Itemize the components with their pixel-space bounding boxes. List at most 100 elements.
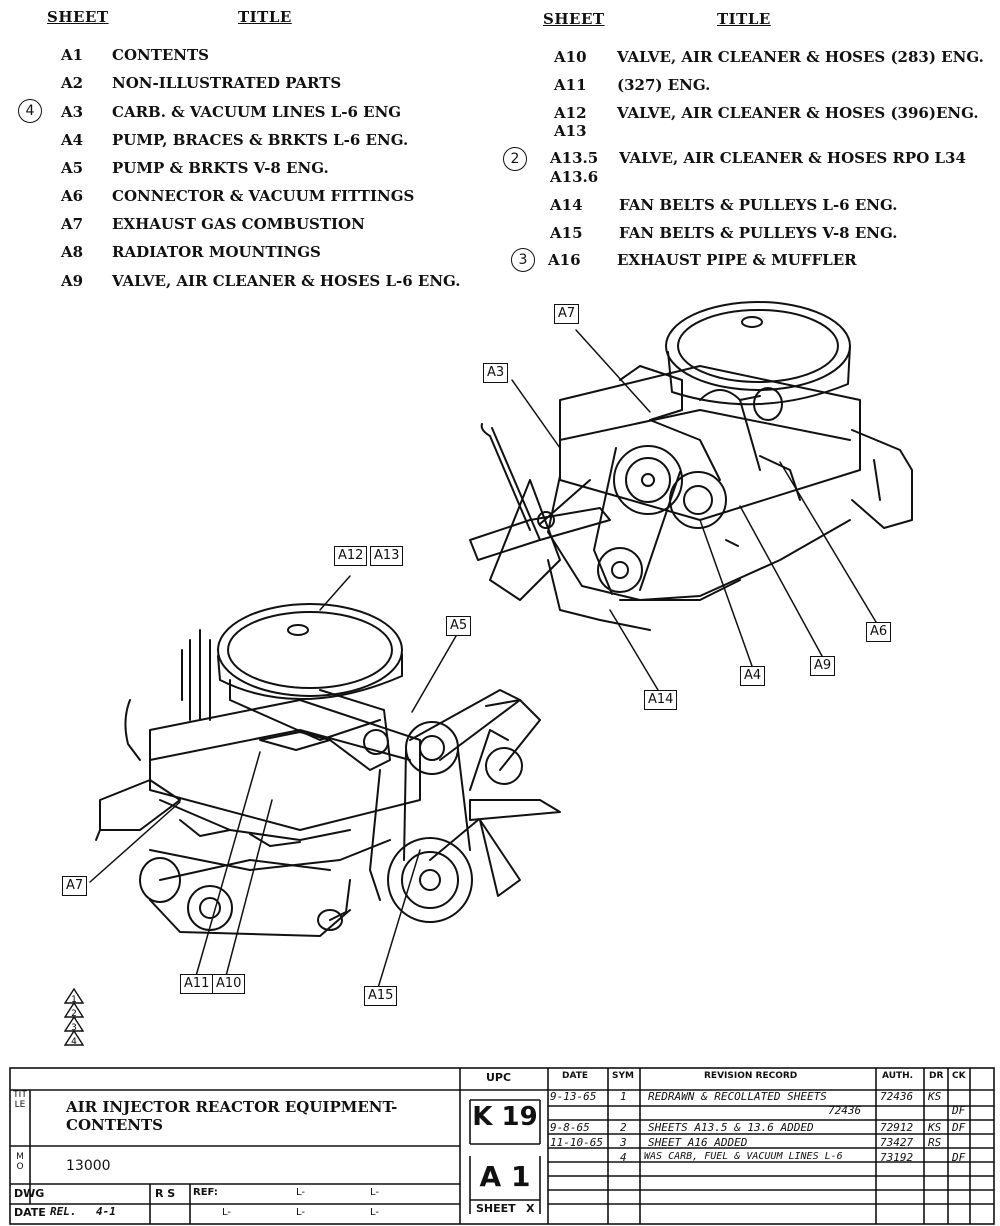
callout-a15: A15 bbox=[364, 986, 398, 1006]
rev-record: SHEET A16 ADDED bbox=[648, 1136, 748, 1149]
callout-a9: A9 bbox=[810, 656, 836, 676]
sheet-number: A6 bbox=[61, 187, 84, 205]
rev-auth: 73427 bbox=[880, 1136, 914, 1149]
callout-a10: A10 bbox=[212, 974, 246, 994]
sheet-title: EXHAUST GAS COMBUSTION bbox=[112, 215, 365, 233]
l-mark: L- bbox=[370, 1207, 380, 1218]
rev-dr-header: DR bbox=[929, 1071, 944, 1081]
sheet-number: A13.5 bbox=[550, 149, 599, 167]
sheet-number: A2 bbox=[61, 74, 84, 92]
date-value: 4-1 bbox=[96, 1205, 116, 1218]
rev-record: 72436 bbox=[828, 1104, 862, 1117]
callout-a4: A4 bbox=[740, 666, 766, 686]
rev-record: REDRAWN & RECOLLATED SHEETS bbox=[648, 1090, 827, 1103]
rev-sym: 1 bbox=[620, 1090, 627, 1103]
rev-ck: DF bbox=[952, 1104, 966, 1117]
callout-a14: A14 bbox=[644, 690, 678, 710]
rev-date: 11-10-65 bbox=[550, 1136, 603, 1149]
v8-engine-drawing bbox=[89, 575, 561, 989]
left-title-header: TITLE bbox=[238, 8, 292, 26]
rev-sym: 3 bbox=[620, 1136, 627, 1149]
revision-circle-marker: 3 bbox=[511, 248, 535, 272]
rev-sym-header: SYM bbox=[612, 1071, 634, 1081]
sheet-title: CONTENTS bbox=[112, 46, 210, 64]
svg-text:2: 2 bbox=[71, 1009, 77, 1018]
title-side-label: TITLE bbox=[13, 1090, 27, 1110]
rev-sym: 2 bbox=[620, 1121, 627, 1134]
date-label: DATE bbox=[14, 1206, 46, 1219]
sheet-title: PUMP, BRACES & BRKTS L-6 ENG. bbox=[112, 131, 409, 149]
rev-auth: 72912 bbox=[880, 1121, 914, 1134]
sheet-title: (327) ENG. bbox=[617, 76, 711, 94]
sheet-value: A 1 bbox=[479, 1160, 531, 1193]
callout-a13: A13 bbox=[370, 546, 404, 566]
sheet-title: VALVE, AIR CLEANER & HOSES RPO L34 bbox=[619, 149, 966, 167]
sheet-title: VALVE, AIR CLEANER & HOSES L-6 ENG. bbox=[112, 272, 461, 290]
revision-circle-marker: 4 bbox=[18, 99, 42, 123]
callout-a12: A12 bbox=[334, 546, 368, 566]
sheet-title: RADIATOR MOUNTINGS bbox=[112, 243, 321, 261]
rev-sym: 4 bbox=[620, 1151, 627, 1164]
revision-triangle-icon: 4 bbox=[64, 1030, 84, 1046]
rev-dr: KS bbox=[928, 1121, 942, 1134]
sheet-number: A8 bbox=[61, 243, 84, 261]
rev-dr: KS bbox=[928, 1090, 942, 1103]
sheet-number: A13.6 bbox=[550, 168, 599, 186]
sheet-number: A13 bbox=[554, 122, 587, 140]
rel-label: REL. bbox=[50, 1205, 77, 1218]
rev-ck: DF bbox=[952, 1121, 966, 1134]
rev-ck: DF bbox=[952, 1151, 966, 1164]
sheet-number: A1 bbox=[61, 46, 84, 64]
sheet-number: A5 bbox=[61, 159, 84, 177]
title-block-frame bbox=[9, 1067, 995, 1225]
rev-auth: 73192 bbox=[880, 1151, 914, 1164]
sheet-number: A14 bbox=[550, 196, 583, 214]
sheet-number: A7 bbox=[61, 215, 84, 233]
svg-text:3: 3 bbox=[71, 1023, 77, 1032]
l-mark: L- bbox=[296, 1207, 306, 1218]
l6-engine-drawing bbox=[469, 301, 913, 691]
sheet-title: PUMP & BRKTS V-8 ENG. bbox=[112, 159, 329, 177]
rev-ck-header: CK bbox=[952, 1071, 966, 1081]
l-mark: L- bbox=[222, 1207, 232, 1218]
rev-dr: RS bbox=[928, 1136, 942, 1149]
callout-a6: A6 bbox=[866, 622, 892, 642]
sheet-number: A3 bbox=[61, 103, 84, 121]
sheet-of-label: SHEET bbox=[476, 1202, 516, 1215]
revision-circle-marker: 2 bbox=[503, 147, 527, 171]
rev-record: WAS CARB, FUEL & VACUUM LINES L-6 bbox=[644, 1151, 843, 1162]
sheet-number: A10 bbox=[554, 48, 587, 66]
callout-a3: A3 bbox=[483, 363, 509, 383]
left-sheet-header: SHEET bbox=[47, 8, 109, 26]
sheet-title: VALVE, AIR CLEANER & HOSES (283) ENG. bbox=[617, 48, 984, 66]
rev-date: 9-13-65 bbox=[550, 1090, 597, 1103]
upc-label: UPC bbox=[486, 1071, 512, 1084]
mo-side-label: MO bbox=[16, 1152, 24, 1172]
l-mark: L- bbox=[370, 1187, 380, 1198]
sheet-number: A4 bbox=[61, 131, 84, 149]
sheet-title: FAN BELTS & PULLEYS V-8 ENG. bbox=[619, 224, 898, 242]
svg-text:4: 4 bbox=[71, 1037, 77, 1046]
callout-a7-v8: A7 bbox=[62, 876, 88, 896]
engine-illustrations bbox=[89, 301, 913, 989]
right-title-header: TITLE bbox=[717, 10, 771, 28]
sheet-title: FAN BELTS & PULLEYS L-6 ENG. bbox=[619, 196, 898, 214]
sheet-number: A15 bbox=[550, 224, 583, 242]
sheet-of-value: X bbox=[526, 1202, 535, 1215]
sheet-title: NON-ILLUSTRATED PARTS bbox=[112, 74, 342, 92]
rev-date-header: DATE bbox=[562, 1071, 589, 1081]
sheet-title: VALVE, AIR CLEANER & HOSES (396)ENG. bbox=[617, 104, 979, 122]
callout-a5: A5 bbox=[446, 616, 472, 636]
rev-record: SHEETS A13.5 & 13.6 ADDED bbox=[648, 1121, 814, 1134]
ref-label: REF: bbox=[193, 1187, 218, 1198]
dwg-label: DWG bbox=[14, 1187, 45, 1200]
callout-a7-l6: A7 bbox=[554, 304, 580, 324]
sheet-title: EXHAUST PIPE & MUFFLER bbox=[617, 251, 857, 269]
svg-text:1: 1 bbox=[71, 995, 77, 1004]
upc-value: K 19 bbox=[472, 1102, 538, 1132]
rev-auth-header: AUTH. bbox=[882, 1071, 914, 1081]
rs-initials: R S bbox=[155, 1187, 176, 1200]
drawing-title-line2: CONTENTS bbox=[66, 1116, 164, 1134]
sheet-title: CARB. & VACUUM LINES L-6 ENG bbox=[112, 103, 402, 121]
l-mark: L- bbox=[296, 1187, 306, 1198]
